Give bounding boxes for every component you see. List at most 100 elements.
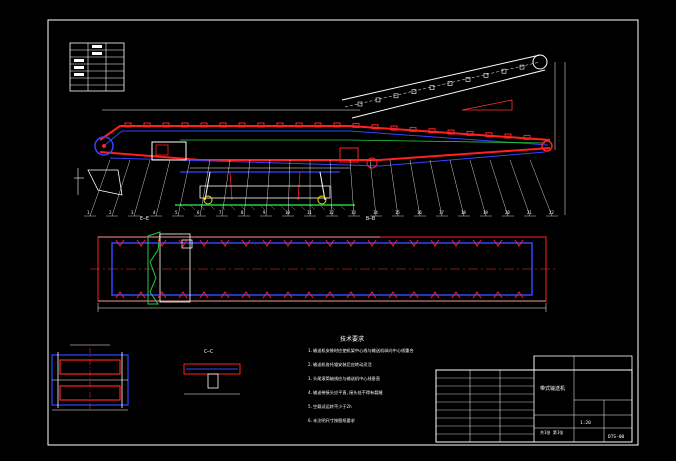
upper-idler <box>523 134 531 140</box>
balloon-number: 21 <box>527 210 532 215</box>
plan-idler-top <box>115 239 125 247</box>
boom-idler <box>375 97 381 103</box>
plan-idler-top <box>346 239 356 247</box>
drive-unit <box>151 141 187 161</box>
notes-title: 技术要求 <box>340 335 364 343</box>
title-block-grid <box>436 377 632 435</box>
upper-idler <box>276 122 284 128</box>
upper-idler <box>447 129 455 135</box>
balloon-number: 7 <box>219 210 222 215</box>
leader-line <box>469 159 487 217</box>
upper-idler <box>238 122 246 128</box>
balloon-number: 12 <box>329 210 334 215</box>
leader-line <box>111 159 131 217</box>
leader-line <box>133 159 151 217</box>
plan-idler-bottom <box>220 291 230 299</box>
plan-view <box>90 231 555 312</box>
upper-idler <box>466 130 474 136</box>
upper-idler <box>409 126 417 132</box>
slope-indicator <box>461 99 513 111</box>
balloon-number: 5 <box>175 210 178 215</box>
plan-idler-top <box>325 239 335 247</box>
title-block-number: DTS-00 <box>608 434 625 440</box>
upper-idler <box>390 125 398 131</box>
balloon-number: 20 <box>505 210 510 215</box>
plan-idler-bottom <box>325 291 335 299</box>
plan-idler-top <box>493 239 503 247</box>
upper-idler <box>333 122 341 128</box>
tail-pulley <box>541 140 553 152</box>
plan-idler-bottom <box>430 291 440 299</box>
upper-idler <box>162 122 170 128</box>
note-line-2: 2.输送机各托辊安装后应转动灵活 <box>308 361 372 368</box>
undercarriage <box>199 185 331 199</box>
belt-lower-run <box>99 147 551 161</box>
upper-idler <box>314 122 322 128</box>
plan-idler-bottom <box>367 291 377 299</box>
plan-idler-top <box>136 239 146 247</box>
plan-idler-top <box>283 239 293 247</box>
upper-idler <box>371 124 379 130</box>
plan-cutaway <box>147 231 161 305</box>
balloon-number: 15 <box>395 210 400 215</box>
boom-idler <box>357 101 363 107</box>
balloon-number: 8 <box>241 210 244 215</box>
upper-idler <box>124 122 132 128</box>
title-block: 带式输送机 1:20 共1张 第1张 DTS-00 <box>435 355 633 443</box>
balloon-number: 3 <box>131 210 134 215</box>
upper-idler <box>352 122 360 128</box>
plan-idler-top <box>388 239 398 247</box>
upper-idler <box>143 122 151 128</box>
plan-idler-bottom <box>136 291 146 299</box>
section-label-small: C—C <box>204 349 213 355</box>
boom-idler <box>393 93 399 99</box>
tension-unit <box>339 147 359 163</box>
plan-idler-bottom <box>241 291 251 299</box>
technical-notes: 技术要求 1.输送机安装时应使机架中心线与输送机纵向中心线重合 2.输送机各托辊… <box>308 335 414 424</box>
balloon-number: 4 <box>153 210 156 215</box>
boom-idler <box>519 64 525 70</box>
boom-idler <box>501 68 507 74</box>
plan-idler-bottom <box>157 291 167 299</box>
plan-idler-bottom <box>346 291 356 299</box>
leader-line <box>199 159 211 217</box>
leader-line <box>89 159 111 217</box>
title-block-scale: 1:20 <box>580 420 591 426</box>
leader-line <box>265 159 271 217</box>
balloon-number: 13 <box>351 210 356 215</box>
plan-idler-bottom <box>472 291 482 299</box>
leader-line <box>349 159 355 217</box>
leader-line <box>177 159 191 217</box>
balloon-number: 22 <box>549 210 554 215</box>
note-line-5: 5.空载试运转不少于2h <box>308 403 352 410</box>
head-pulley <box>94 136 114 156</box>
plan-idler-top <box>304 239 314 247</box>
parts-table <box>69 42 125 92</box>
note-line-6: 6.未注明尺寸按图纸要求 <box>308 417 356 424</box>
leader-line <box>449 159 465 217</box>
upper-idlers <box>124 64 531 140</box>
plan-idler-top <box>367 239 377 247</box>
plan-idlers <box>115 239 524 299</box>
plan-idler-bottom <box>388 291 398 299</box>
upper-idler <box>428 128 436 134</box>
plan-idler-top <box>430 239 440 247</box>
boom-idler <box>465 77 471 82</box>
plan-idler-bottom <box>115 291 125 299</box>
plan-idler-top <box>514 239 524 247</box>
balloon-number: 17 <box>439 210 444 215</box>
leader-line <box>369 159 377 217</box>
leader-line <box>221 159 231 217</box>
leader-line <box>489 159 509 217</box>
upper-idler <box>504 133 512 139</box>
leader-line <box>509 159 531 217</box>
upper-idler <box>181 122 189 128</box>
drawing-border <box>47 19 639 446</box>
plan-idler-bottom <box>283 291 293 299</box>
plan-idler-top <box>241 239 251 247</box>
boom-idler <box>447 81 453 86</box>
inclined-boom <box>341 54 548 119</box>
